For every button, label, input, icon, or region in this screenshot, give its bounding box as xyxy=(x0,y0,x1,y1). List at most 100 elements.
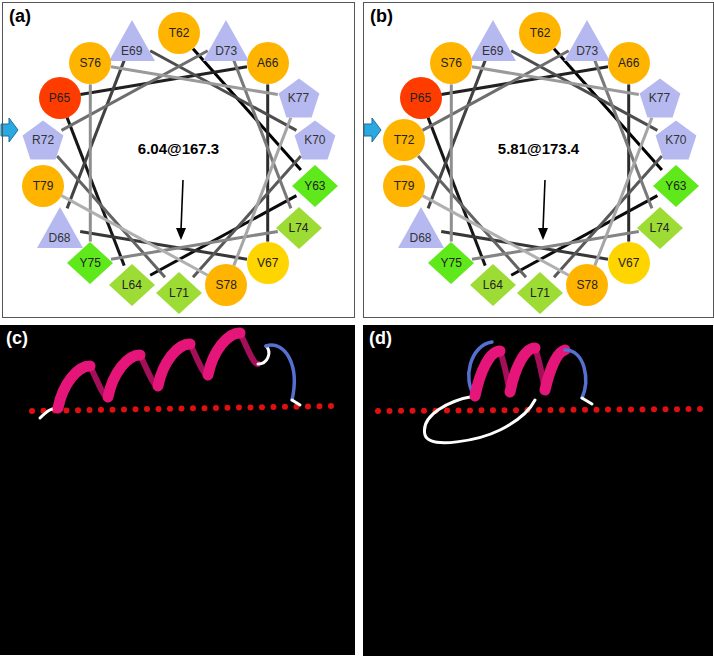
residue-label: Y63 xyxy=(665,179,686,193)
residue-label: K77 xyxy=(649,91,670,105)
residue-diamond: L71 xyxy=(516,271,564,315)
pointer-arrow xyxy=(1,118,18,142)
helix-ribbon xyxy=(40,333,300,418)
residue-label: P65 xyxy=(410,91,431,105)
residue-diamond: Y75 xyxy=(66,241,114,285)
wheel-connector xyxy=(511,51,657,131)
residue-label: D68 xyxy=(49,231,71,245)
residue-label: T79 xyxy=(394,179,415,193)
residue-label: R72 xyxy=(32,133,54,147)
residue-label: T79 xyxy=(33,179,54,193)
panel-frame: (a) 6.04@167.3 T62Y63L64 P65 A66V67 D68 E69K70… xyxy=(2,2,355,318)
residue-label: L64 xyxy=(122,278,142,292)
residue-triangle: E69 xyxy=(469,19,517,63)
residue-label: P65 xyxy=(49,91,70,105)
residue-label: K70 xyxy=(665,133,686,147)
wheel-connector xyxy=(627,84,630,241)
residue-circle: S76 xyxy=(66,41,114,85)
pointer-arrow xyxy=(364,118,381,142)
wheel-connector xyxy=(511,196,657,276)
residue-label: T62 xyxy=(169,26,190,40)
residue-diamond: L74 xyxy=(275,206,323,250)
residue-label: S76 xyxy=(441,56,462,70)
residue-circle: T72 xyxy=(380,118,428,162)
residue-circle: T79 xyxy=(380,164,428,208)
moment-value: 6.04@167.3 xyxy=(3,140,354,157)
moment-arrow xyxy=(181,180,183,230)
residue-label: L71 xyxy=(530,286,550,300)
residue-label: S76 xyxy=(80,56,101,70)
residue-circle: T62 xyxy=(516,11,564,55)
residue-diamond: L64 xyxy=(108,263,156,307)
residue-diamond: Y75 xyxy=(427,241,475,285)
membrane-dots xyxy=(378,409,708,411)
membrane-dots xyxy=(32,406,336,411)
residue-diamond: L71 xyxy=(155,271,203,315)
wheel-connector xyxy=(62,196,208,276)
residue-label: A66 xyxy=(257,56,278,70)
residue-label: L64 xyxy=(483,278,503,292)
residue-label: Y75 xyxy=(80,256,101,270)
residue-label: Y63 xyxy=(304,179,325,193)
residue-circle: P65 xyxy=(36,76,84,120)
residue-diamond: Y63 xyxy=(291,164,339,208)
panel-frame: (c) xyxy=(0,325,355,655)
residue-pentagon: R72 xyxy=(19,118,67,162)
residue-label: T62 xyxy=(530,26,551,40)
residue-circle: S76 xyxy=(427,41,475,85)
panel-frame: (b)5.81@173.4T62Y63L64P65A66V67D68E69K70… xyxy=(363,2,714,318)
moment-arrow xyxy=(543,180,545,230)
residue-label: S78 xyxy=(215,278,236,292)
residue-triangle: D73 xyxy=(563,19,611,63)
residue-label: Y75 xyxy=(441,256,462,270)
panel-label: (d) xyxy=(369,328,392,349)
residue-circle: A66 xyxy=(244,41,292,85)
residue-label: L74 xyxy=(650,221,670,235)
residue-label: L74 xyxy=(289,221,309,235)
residue-pentagon: K70 xyxy=(652,118,700,162)
panel-label: (c) xyxy=(6,328,28,349)
residue-circle: T62 xyxy=(155,11,203,55)
moment-arrow xyxy=(176,228,186,240)
residue-label: S78 xyxy=(576,278,597,292)
residue-label: T72 xyxy=(394,133,415,147)
wheel-connector xyxy=(450,84,453,241)
wheel-connector xyxy=(62,51,208,131)
panel-label: (a) xyxy=(9,6,31,27)
residue-label: A66 xyxy=(618,56,639,70)
residue-label: E69 xyxy=(482,44,503,58)
moment-arrow xyxy=(538,228,548,240)
residue-triangle: D73 xyxy=(202,19,250,63)
residue-circle: V67 xyxy=(605,241,653,285)
wheel-connector xyxy=(150,196,296,276)
panel-frame: (d) xyxy=(363,325,713,656)
wheel-connector xyxy=(150,51,296,131)
moment-value: 5.81@173.4 xyxy=(364,140,713,157)
helix-ribbon xyxy=(424,342,592,443)
residue-label: K77 xyxy=(288,91,309,105)
residue-label: K70 xyxy=(304,133,325,147)
residue-circle: V67 xyxy=(244,241,292,285)
residue-circle: S78 xyxy=(563,263,611,307)
residue-triangle: D68 xyxy=(36,206,84,250)
residue-label: V67 xyxy=(618,256,639,270)
residue-label: D68 xyxy=(410,231,432,245)
residue-label: V67 xyxy=(257,256,278,270)
wheel-connector xyxy=(266,84,269,241)
residue-circle: S78 xyxy=(202,263,250,307)
dark-ground xyxy=(363,325,713,656)
residue-label: L71 xyxy=(169,286,189,300)
wheel-connector xyxy=(423,196,569,276)
residue-diamond: L74 xyxy=(636,206,684,250)
residue-label: D73 xyxy=(215,44,237,58)
residue-circle: P65 xyxy=(397,76,445,120)
residue-pentagon: K77 xyxy=(275,76,323,120)
residue-pentagon: K70 xyxy=(291,118,339,162)
residue-pentagon: K77 xyxy=(636,76,684,120)
residue-triangle: D68 xyxy=(397,206,445,250)
wheel-connector xyxy=(423,51,569,131)
residue-label: E69 xyxy=(121,44,142,58)
